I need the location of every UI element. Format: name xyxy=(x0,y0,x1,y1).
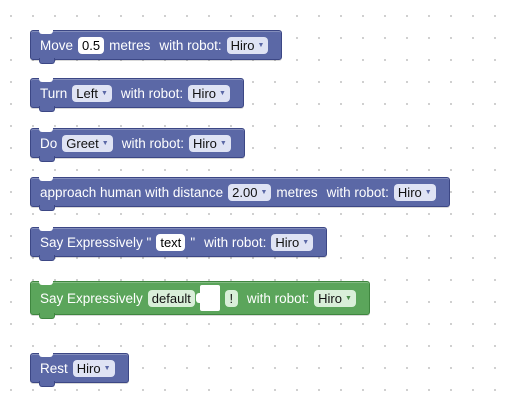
do-robot-dropdown[interactable]: Hiro▼ xyxy=(189,134,231,152)
approach-robot-label: with robot: xyxy=(326,184,389,200)
move-unit-label: metres xyxy=(109,37,151,53)
do-label: Do xyxy=(40,135,58,151)
dropdown-arrow-icon: ▼ xyxy=(424,188,432,196)
dropdown-arrow-icon: ▼ xyxy=(103,364,111,372)
dropdown-arrow-icon: ▼ xyxy=(219,139,227,147)
move-block[interactable]: Move 0.5 metres with robot: Hiro▼ xyxy=(30,30,283,64)
dropdown-arrow-icon: ▼ xyxy=(100,89,108,97)
turn-block[interactable]: Turn Left▼ with robot: Hiro▼ xyxy=(30,78,244,112)
say-green-label: Say Expressively xyxy=(40,290,143,306)
move-distance-field[interactable]: 0.5 xyxy=(78,36,105,54)
move-label: Move xyxy=(40,37,74,53)
say-green-robot-dropdown[interactable]: Hiro▼ xyxy=(314,289,356,307)
move-robot-dropdown[interactable]: Hiro▼ xyxy=(226,36,269,54)
say-quote-close: " xyxy=(190,234,196,250)
do-action-value: Greet xyxy=(66,135,99,151)
say-expressively-block[interactable]: Say Expressively " text " with robot: Hi… xyxy=(30,227,328,261)
rest-block[interactable]: Rest Hiro▼ xyxy=(30,353,129,387)
approach-distance-value: 2.00 xyxy=(232,184,258,200)
dropdown-arrow-icon: ▼ xyxy=(344,294,352,302)
approach-robot-value: Hiro xyxy=(397,184,422,200)
dropdown-arrow-icon: ▼ xyxy=(219,89,226,97)
say-robot-value: Hiro xyxy=(275,234,300,250)
approach-block[interactable]: approach human with distance 2.00▼ metre… xyxy=(30,177,450,211)
rest-label: Rest xyxy=(40,360,68,376)
dropdown-arrow-icon: ▼ xyxy=(101,139,109,147)
turn-robot-label: with robot: xyxy=(120,85,184,101)
rest-robot-dropdown[interactable]: Hiro▼ xyxy=(72,359,115,377)
dropdown-arrow-icon: ▼ xyxy=(257,41,265,49)
do-robot-label: with robot: xyxy=(121,135,184,151)
say-green-robot-label: with robot: xyxy=(246,290,310,306)
dropdown-arrow-icon: ▼ xyxy=(302,238,310,246)
turn-robot-dropdown[interactable]: Hiro▼ xyxy=(188,84,230,102)
move-robot-value: Hiro xyxy=(230,37,255,53)
move-robot-label: with robot: xyxy=(159,37,222,53)
say-label: Say Expressively " xyxy=(40,234,152,250)
turn-direction-value: Left xyxy=(76,85,98,101)
approach-robot-dropdown[interactable]: Hiro▼ xyxy=(393,183,436,201)
approach-label: approach human with distance xyxy=(40,184,224,200)
dropdown-arrow-icon: ▼ xyxy=(260,188,268,196)
say-robot-label: with robot: xyxy=(204,234,267,250)
say-expressively-green-block[interactable]: Say Expressively default ! with robot: H… xyxy=(30,281,370,319)
say-text-field[interactable]: text xyxy=(156,233,186,251)
do-block[interactable]: Do Greet▼ with robot: Hiro▼ xyxy=(30,128,245,162)
turn-robot-value: Hiro xyxy=(192,85,217,101)
say-green-robot-value: Hiro xyxy=(318,290,342,306)
do-robot-value: Hiro xyxy=(193,135,217,151)
say-green-exclaim: ! xyxy=(224,289,238,307)
value-input-slot[interactable] xyxy=(195,285,220,311)
do-action-dropdown[interactable]: Greet▼ xyxy=(62,134,113,152)
turn-label: Turn xyxy=(40,85,68,101)
say-green-style-field[interactable]: default xyxy=(147,289,195,307)
approach-distance-dropdown[interactable]: 2.00▼ xyxy=(228,183,272,201)
approach-unit-label: metres xyxy=(276,184,318,200)
say-robot-dropdown[interactable]: Hiro▼ xyxy=(271,233,314,251)
turn-direction-dropdown[interactable]: Left▼ xyxy=(72,84,112,102)
rest-robot-value: Hiro xyxy=(76,360,101,376)
